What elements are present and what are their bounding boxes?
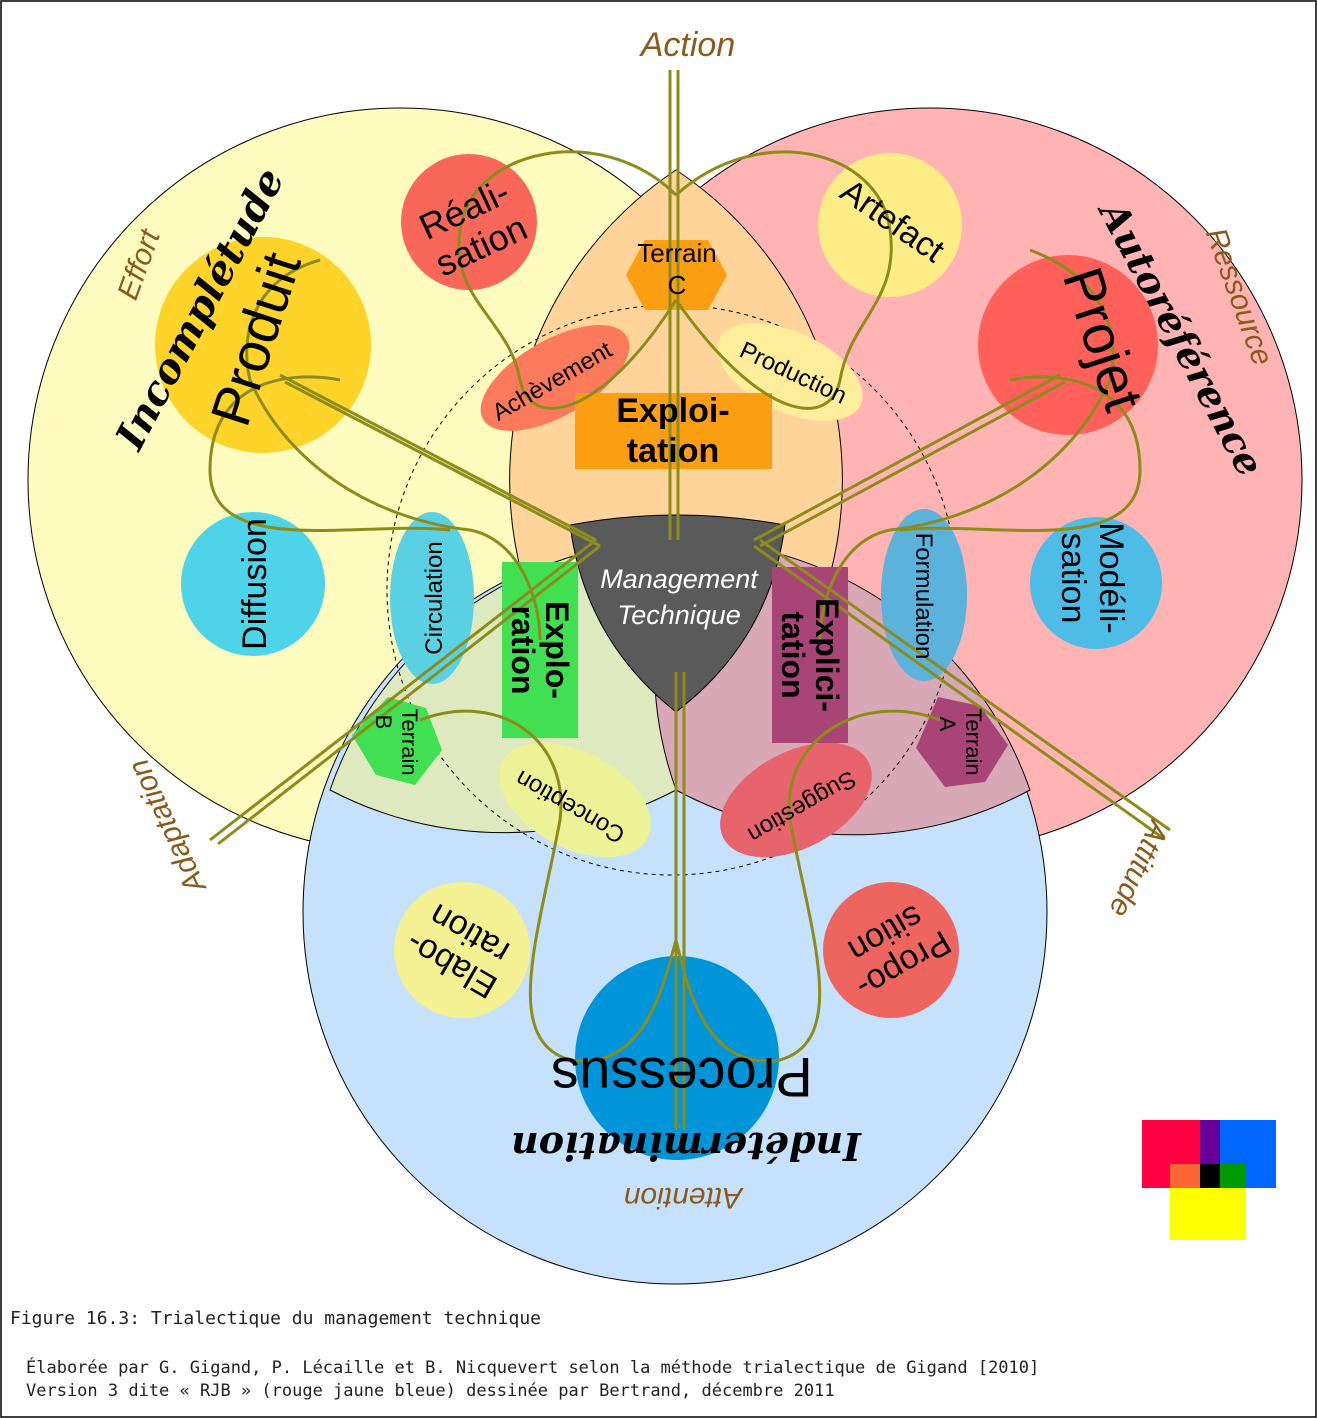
proposition-circle — [823, 882, 959, 1018]
suggestion-ellipse — [720, 742, 872, 858]
loop-realisation — [457, 150, 678, 410]
formulation-ellipse — [881, 509, 967, 681]
exploitation-line-2: tation — [627, 432, 720, 470]
logo-violet — [1200, 1120, 1220, 1164]
caption-credit-line-2: Version 3 dite « RJB » (rouge jaune bleu… — [26, 1381, 835, 1401]
logo-green — [1220, 1164, 1246, 1188]
terrain-c-line-2: C — [668, 270, 687, 300]
word-indetermination: Indétermination — [511, 1124, 862, 1169]
produit-link — [279, 373, 601, 548]
exploitation-box — [575, 393, 772, 469]
label-modelisation: Modéli- sation — [1054, 522, 1130, 633]
figure-caption: Figure 16.3: Trialectique du management … — [10, 1308, 542, 1329]
diffusion-circle — [181, 512, 325, 656]
exploration-line-1: Explo- — [539, 601, 575, 699]
terrain-a-line-2: A — [935, 717, 960, 732]
explicitation-line-1: Explici- — [809, 598, 845, 712]
label-formulation: Formulation — [910, 533, 937, 660]
caption-credit-line-1: Élaborée par G. Gigand, P. Lécaille et B… — [26, 1358, 1040, 1378]
terrain-b-line-1: Terrain — [397, 708, 422, 775]
axis-label-attention: Attention — [624, 1181, 744, 1214]
attention-axis-line — [674, 672, 686, 1130]
projet-link — [753, 373, 1066, 548]
label-circulation: Circulation — [421, 541, 448, 654]
logo-yellow — [1170, 1188, 1246, 1240]
modelisation-line-1: Modéli- — [1092, 522, 1130, 633]
exploitation-line-1: Exploi- — [616, 392, 729, 430]
explicitation-box — [772, 567, 848, 743]
label-diffusion: Diffusion — [236, 518, 274, 650]
loop-diffusion — [208, 375, 451, 533]
label-exploration: Explo- ration — [505, 601, 575, 699]
terrain-a-line-1: Terrain — [961, 708, 986, 775]
loop-artefact — [674, 150, 893, 410]
label-explicitation: Explici- tation — [775, 598, 845, 712]
terrain-c-line-1: Terrain — [637, 238, 716, 268]
axis-label-action: Action — [639, 26, 736, 64]
label-terrain-a: Terrain A — [935, 708, 986, 775]
connection-lines — [208, 70, 1171, 1130]
loop-produit — [245, 258, 542, 641]
loop-elaboration — [419, 709, 678, 1063]
loop-projet — [818, 248, 1115, 641]
center-line-1: Management — [600, 564, 759, 594]
explicitation-line-2: tation — [775, 611, 811, 698]
label-terrain-b: Terrain B — [371, 708, 422, 775]
elaboration-circle — [394, 882, 530, 1018]
loop-modelisation — [899, 375, 1142, 533]
loop-proposition — [674, 709, 941, 1063]
achevement-ellipse — [480, 325, 630, 431]
modelisation-line-2: sation — [1054, 533, 1092, 624]
conception-ellipse — [499, 742, 651, 858]
modelisation-circle — [1030, 517, 1162, 649]
pole-processus: Processus — [551, 1046, 812, 1109]
projet-circle — [978, 255, 1158, 435]
logo-orange — [1170, 1164, 1200, 1188]
circulation-ellipse — [390, 512, 474, 684]
logo-black — [1200, 1164, 1220, 1188]
terrain-b-line-2: B — [371, 715, 396, 730]
rjb-color-logo — [1142, 1120, 1276, 1240]
realisation-circle — [401, 154, 537, 290]
exploration-line-2: ration — [505, 606, 541, 695]
center-shape — [569, 514, 786, 713]
terrain-b-hexagon — [352, 697, 442, 785]
center-line-2: Technique — [617, 600, 741, 630]
